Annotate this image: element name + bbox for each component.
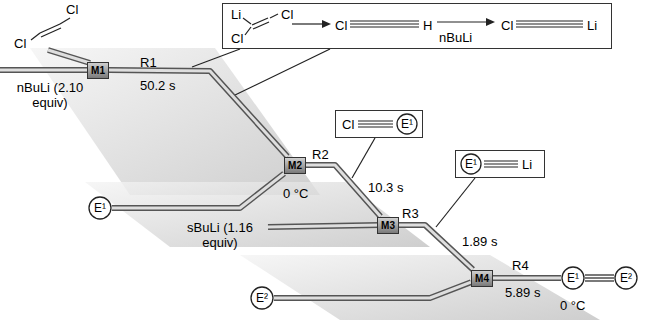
atom-label: Cl [66,2,78,17]
mixer: M3 [377,217,399,234]
formula-text: nBuLi [439,30,472,45]
electrophile-label: E¹ [94,201,106,216]
reagent-label: nBuLi (2.10 equiv) [8,80,92,110]
electrophile-circle: E² [250,286,274,310]
mixer: M1 [87,62,109,79]
electrophile-circle: E² [614,266,638,290]
temperature-label: 0 °C [283,186,308,201]
callout-box: Li E¹ [455,150,545,178]
reactor-tube [109,70,287,156]
callout-box: Cl E¹ [335,110,423,138]
residence-time: 1.89 s [462,234,497,249]
reactor-tube [274,282,471,298]
mixer: M4 [471,270,493,287]
residence-time: 5.89 s [505,285,540,300]
electrophile-label: E¹ [567,271,579,286]
reactor-tube [493,278,561,279]
callout-box: LiClClClHnBuLiClLi [222,3,612,49]
reactor-tube [112,174,284,209]
electrophile-label: E² [256,291,268,306]
reagent-label: sBuLi (1.16 equiv) [178,220,262,250]
atom-label: Cl [14,36,26,51]
formula-text: Cl [281,7,293,22]
tube-label: R1 [140,55,157,70]
tube-label: R4 [512,258,529,273]
formula-text: Cl [231,31,243,46]
mixer-label: M2 [288,158,302,173]
temperature-label: 0 °C [560,298,585,313]
residence-time: 10.3 s [368,180,403,195]
tube-label: R2 [312,147,329,162]
electrophile-label: E² [620,271,632,286]
formula-text: Cl [335,18,347,33]
formula-text: Li [587,18,597,33]
mixer-label: M1 [91,63,105,78]
electrophile-label: E¹ [401,117,413,132]
mixer-label: M3 [381,218,395,233]
tube-label: R3 [402,206,419,221]
electrophile-circle: E¹ [88,196,112,220]
triple-bond [585,275,614,281]
electrophile-circle: E¹ [561,266,585,290]
inlet-tube [0,50,380,227]
leader-line [192,49,475,227]
mixer: M2 [284,157,306,174]
formula-text: Cl [342,117,354,132]
formula-text: Li [522,157,532,172]
electrophile-circle: E¹ [396,113,418,135]
residence-time: 50.2 s [140,78,175,93]
reaction-arrow [292,18,495,28]
formula-text: H [423,18,432,33]
reactor-tube [399,225,473,270]
electrophile-label: E¹ [465,157,477,172]
formula-text: Li [231,7,241,22]
reactor-plane [240,255,600,320]
mixer-label: M4 [475,271,489,286]
formula-text: Cl [501,18,513,33]
electrophile-circle: E¹ [460,153,482,175]
bond-lines [31,14,583,167]
